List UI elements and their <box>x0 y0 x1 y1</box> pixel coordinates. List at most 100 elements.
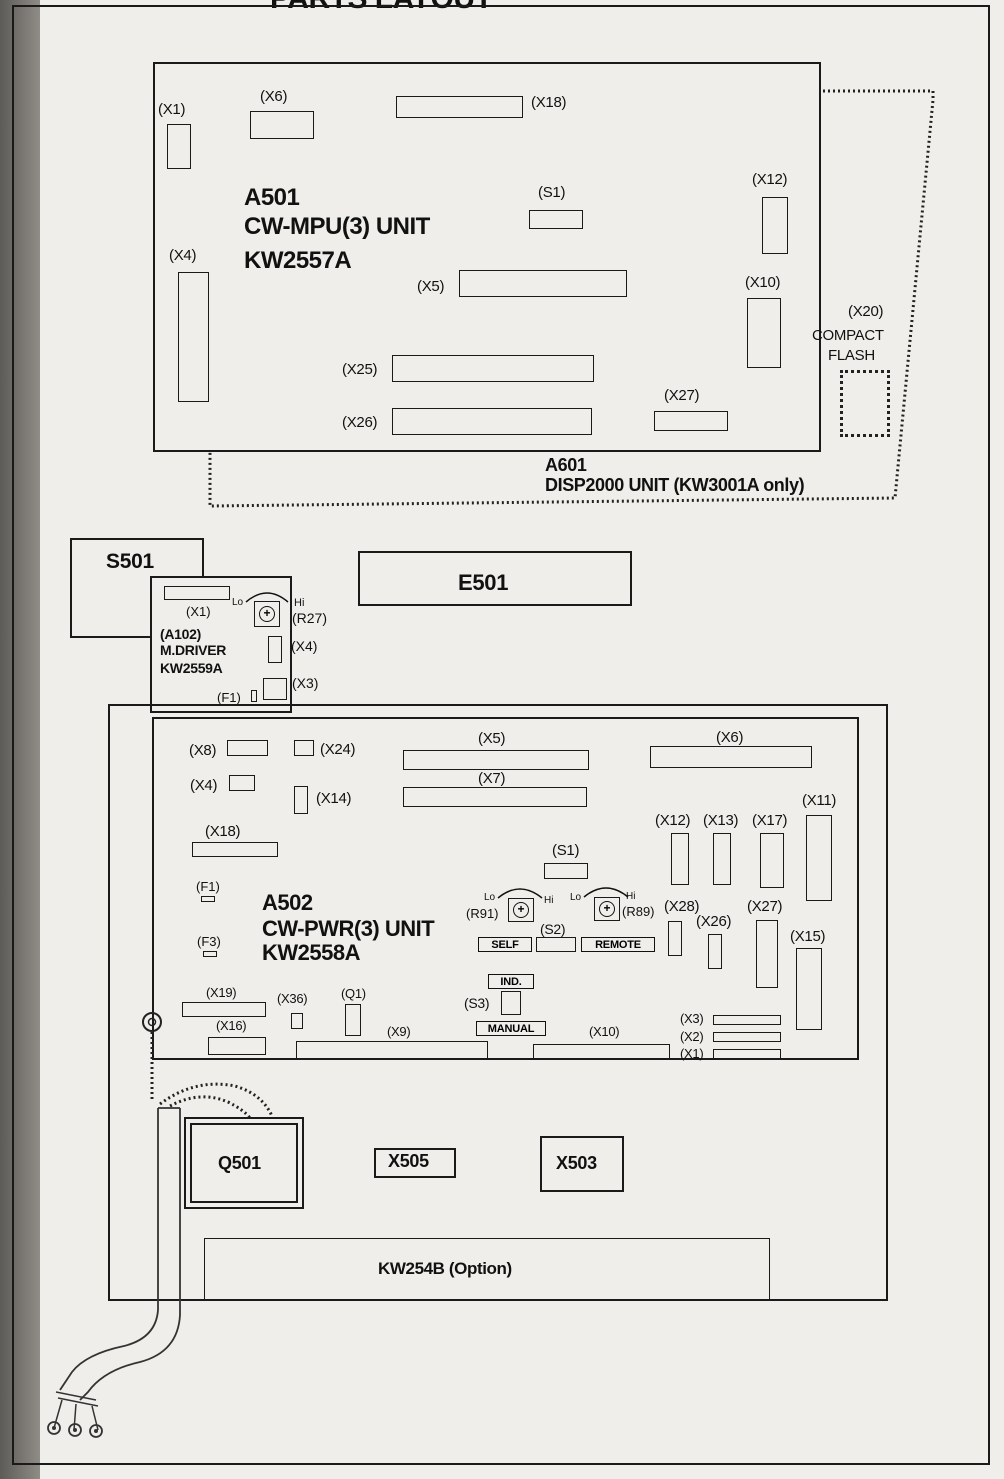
pwr-lo1-label: Lo <box>484 892 496 903</box>
pwr-r91-trimmer[interactable] <box>508 898 534 922</box>
pwr-x2-connector <box>713 1032 781 1042</box>
x503-box <box>540 1136 624 1192</box>
pwr-x28-label: (X28) <box>664 898 700 915</box>
pwr-x11-label: (X11) <box>802 792 837 809</box>
pwr-x18-label: (X18) <box>205 823 241 840</box>
compact-flash-ref: (X20) <box>848 303 884 320</box>
label-sheet <box>40 0 1004 1479</box>
pwr-s1-switch <box>544 863 588 879</box>
driver-name: M.DRIVER <box>160 642 227 658</box>
mpu-x6-connector <box>250 111 314 139</box>
mpu-x5-label: (X5) <box>417 278 445 295</box>
x505-label: X505 <box>388 1151 429 1171</box>
pwr-self-label: SELF <box>478 937 532 952</box>
pwr-lo2-label: Lo <box>570 892 582 903</box>
pwr-x19-label: (X19) <box>206 985 237 1000</box>
pwr-x27-connector <box>756 920 778 988</box>
pwr-s2-switch[interactable] <box>536 937 576 952</box>
pwr-x13-connector <box>713 833 731 885</box>
pwr-x14-label: (X14) <box>316 790 352 807</box>
pwr-x26-connector <box>708 934 722 969</box>
pwr-x16-label: (X16) <box>216 1018 247 1033</box>
pwr-x17-connector <box>760 833 784 888</box>
driver-x3-connector <box>263 678 287 700</box>
pwr-x5-connector <box>403 750 589 770</box>
pwr-hi1-label: Hi <box>544 895 554 906</box>
compact-flash-label-1: COMPACT <box>812 327 884 344</box>
driver-x1-label: (X1) <box>186 604 211 619</box>
mpu-x12-connector <box>762 197 788 254</box>
pwr-x16-connector <box>208 1037 266 1055</box>
q501-label: Q501 <box>218 1153 261 1173</box>
pwr-r89-trimmer[interactable] <box>594 897 620 921</box>
pwr-s3-label: (S3) <box>464 995 490 1011</box>
mpu-x26-connector <box>392 408 592 435</box>
pwr-x8-label: (X8) <box>189 742 217 759</box>
pwr-q1-component <box>345 1004 361 1036</box>
q501-outer <box>184 1117 304 1209</box>
x505-box <box>374 1148 456 1178</box>
driver-part-number: KW2559A <box>160 660 223 676</box>
mpu-x18-connector <box>396 96 523 118</box>
lower-chassis-outline <box>108 704 888 1301</box>
pwr-x9-connector <box>296 1041 488 1059</box>
driver-hi-label: Hi <box>294 597 305 609</box>
s501-label: S501 <box>106 550 154 573</box>
pwr-ind-label: IND. <box>488 974 534 989</box>
option-label: KW254B (Option) <box>378 1259 512 1278</box>
pwr-x10-connector <box>533 1044 670 1060</box>
driver-x4-label: (X4) <box>291 638 318 654</box>
pwr-x7-label: (X7) <box>478 770 506 787</box>
mpu-part-number: KW2557A <box>244 247 352 274</box>
pwr-x15-label: (X15) <box>790 928 826 945</box>
pwr-x19-connector <box>182 1002 266 1017</box>
mpu-x27-label: (X27) <box>664 387 700 404</box>
pwr-hi2-label: Hi <box>626 891 636 902</box>
option-board <box>204 1238 770 1300</box>
pwr-f3-fuse <box>203 951 217 957</box>
disp-name: DISP2000 UNIT (KW3001A only) <box>545 475 805 495</box>
pwr-remote-label: REMOTE <box>581 937 655 952</box>
driver-f1-label: (F1) <box>217 690 241 705</box>
pwr-x7-connector <box>403 787 587 807</box>
pwr-x24-connector <box>294 740 314 756</box>
driver-trimmer-knob-icon: + <box>259 606 275 622</box>
pwr-board <box>152 717 859 1060</box>
pwr-f1-fuse <box>201 896 215 902</box>
pwr-x1-connector <box>713 1049 781 1059</box>
pwr-x12-connector <box>671 833 689 885</box>
e501-box <box>358 551 632 606</box>
pwr-x3-connector <box>713 1015 781 1025</box>
mpu-x12-label: (X12) <box>752 171 788 188</box>
mpu-board <box>153 62 821 452</box>
pwr-s1-label: (S1) <box>552 842 580 859</box>
mpu-x26-label: (X26) <box>342 414 378 431</box>
pwr-x24-label: (X24) <box>320 741 356 758</box>
mpu-x18-label: (X18) <box>531 94 567 111</box>
mpu-x1-connector <box>167 124 191 169</box>
mpu-ref: A501 <box>244 184 300 211</box>
pwr-x6-connector <box>650 746 812 768</box>
pwr-part-number: KW2558A <box>262 940 360 965</box>
x503-label: X503 <box>556 1153 597 1173</box>
pwr-x2-label: (X2) <box>680 1029 704 1044</box>
pwr-x6-label: (X6) <box>716 729 744 746</box>
pwr-x9-label: (X9) <box>387 1024 411 1039</box>
pwr-x4-connector <box>229 775 255 791</box>
pwr-x13-label: (X13) <box>703 812 739 829</box>
mpu-x4-connector <box>178 272 209 402</box>
pwr-r89-knob-icon: + <box>599 901 615 917</box>
mpu-x6-label: (X6) <box>260 88 288 105</box>
pwr-x36-label: (X36) <box>277 991 308 1006</box>
mpu-x25-connector <box>392 355 594 382</box>
disp-ref: A601 <box>545 455 587 475</box>
pwr-x17-label: (X17) <box>752 812 788 829</box>
driver-r27-trimmer[interactable] <box>254 601 280 627</box>
pwr-x1-label: (X1) <box>680 1046 704 1061</box>
pwr-x11-connector <box>806 815 832 901</box>
mpu-name: CW-MPU(3) UNIT <box>244 213 430 240</box>
pwr-s3-switch[interactable] <box>501 991 521 1015</box>
